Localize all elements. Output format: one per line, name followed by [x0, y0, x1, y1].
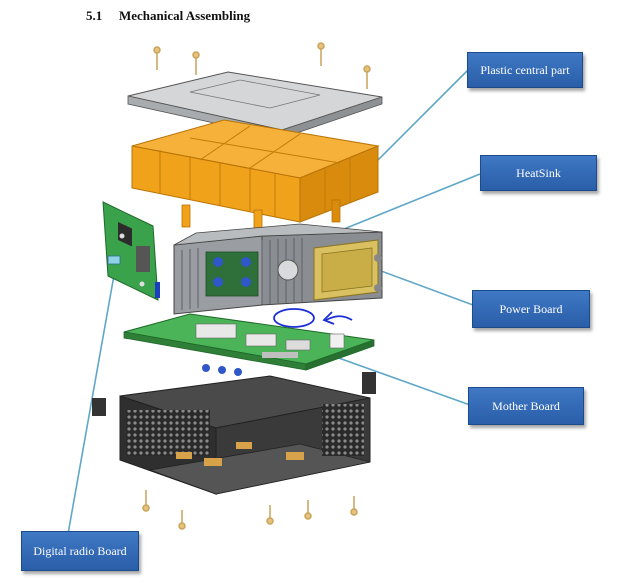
top-screws [153, 42, 371, 89]
leader-mother [321, 351, 471, 406]
plastic-central-part [131, 119, 380, 233]
bottom-screws [142, 490, 358, 530]
bottom-chassis [92, 372, 376, 495]
callout-plastic-label: Plastic central part [480, 62, 570, 77]
callout-power-board: Power Board [472, 290, 590, 328]
leader-plastic [365, 69, 469, 173]
callout-power-label: Power Board [499, 301, 563, 316]
callout-heatsink-label: HeatSink [516, 165, 561, 180]
section-title: Mechanical Assembling [119, 8, 251, 23]
section-number: 5.1 [86, 8, 103, 23]
handwritten-annotation [273, 308, 353, 328]
digital-radio-board [102, 201, 160, 301]
callout-heatsink: HeatSink [480, 155, 597, 191]
callout-digital-radio-board: Digital radio Board [21, 531, 139, 571]
callout-mother-label: Mother Board [492, 398, 560, 413]
power-board [313, 239, 382, 301]
mother-board [123, 313, 375, 376]
callout-mother-board: Mother Board [468, 387, 584, 425]
callout-digital-label: Digital radio Board [33, 543, 127, 558]
callout-plastic-central-part: Plastic central part [467, 52, 583, 88]
section-heading: 5.1 Mechanical Assembling [86, 8, 250, 24]
